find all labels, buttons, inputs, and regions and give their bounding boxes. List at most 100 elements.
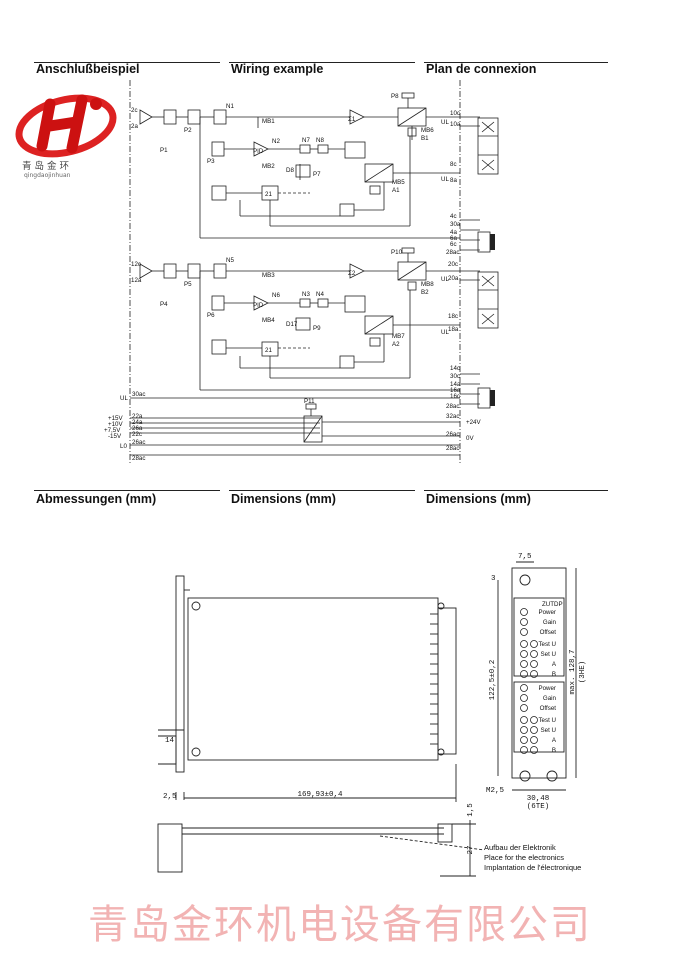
panel-indicator-icon (530, 660, 538, 668)
ch2-label: 21 (265, 347, 272, 354)
dim-small-pitch: 3 (491, 575, 496, 583)
panel-indicator-icon (530, 716, 538, 724)
terminal-label: UL (441, 176, 449, 183)
electronics-notes: Aufbau der Elektronik Place for the elec… (484, 843, 581, 873)
ch1-label: B1 (421, 135, 429, 142)
logo-chinese-text: 青岛金环 (22, 161, 73, 172)
ch1-label: 2c (131, 107, 138, 114)
ch2-label: PID (253, 302, 264, 309)
terminal-label: 14c (450, 365, 460, 372)
ch1-label: P8 (391, 93, 399, 100)
panel-row-label: Set U (541, 651, 556, 658)
ch2-label: N6 (272, 292, 280, 299)
panel-indicator-icon (520, 704, 528, 712)
ch1-label: N7 (302, 137, 310, 144)
dim-side-gap: 1,5 (467, 803, 475, 817)
company-logo (12, 88, 120, 188)
terminal-label: 20a (448, 275, 459, 282)
ch1-label: P3 (207, 158, 215, 165)
panel-indicator-icon (530, 670, 538, 678)
panel-indicator-icon (530, 726, 538, 734)
terminal-label: 8c (450, 161, 457, 168)
ch1-label: MB1 (262, 118, 275, 125)
wiring-diagram: 2c2aP1P2N1MB1P3N2PIDN7N8MB2D8P7Σ1P8MB6B1… (104, 80, 499, 465)
section-rule (424, 62, 608, 63)
panel-row-label: Power (538, 609, 556, 616)
panel-indicator-icon (520, 716, 528, 724)
terminal-label: 16c (450, 393, 460, 400)
supply-pin: 30ac (132, 391, 145, 398)
ch2-label: 12c (131, 261, 141, 268)
panel-indicator-icon (520, 640, 528, 648)
section-rule (229, 490, 415, 491)
logo-pinyin-text: qingdaojinhuan (24, 172, 71, 179)
dim-front-width: 30,48 (527, 795, 550, 803)
ch2-label: P6 (207, 312, 215, 319)
dim-tab: 14 (165, 737, 175, 745)
panel-indicator-icon (520, 694, 528, 702)
panel-indicator-icon (520, 684, 528, 692)
panel-row-label: B (552, 671, 556, 678)
panel-indicator-icon (520, 628, 528, 636)
ch1-label: MB2 (262, 163, 275, 170)
panel-indicator-icon (520, 618, 528, 626)
section-rule (424, 490, 608, 491)
supply-label: P11 (304, 398, 315, 405)
terminal-label: 28ac (446, 249, 459, 256)
terminal-label: +24V (466, 419, 481, 426)
dim-side-height: 27 (467, 845, 475, 854)
company-name-watermark: 青岛金环机电设备有限公司 (88, 902, 592, 948)
section-rule (34, 62, 220, 63)
terminal-label: 20c (448, 261, 458, 268)
panel-indicator-icon (530, 746, 538, 754)
terminal-label: 10c (450, 110, 460, 117)
note-fr: Implantation de l'électronique (484, 863, 582, 872)
panel-row-label: Gain (543, 619, 557, 626)
panel-row-label: Gain (543, 695, 557, 702)
terminal-label: 18a (448, 326, 459, 333)
ch2-label: MB4 (262, 317, 275, 324)
panel-row-label: A (552, 737, 557, 744)
ch1-label: P1 (160, 147, 168, 154)
terminal-label: 0V (466, 435, 474, 442)
terminal-label: 16a (450, 387, 461, 394)
section-title-dims-de: Abmessungen (mm) (36, 492, 157, 506)
ch1-label: D8 (286, 167, 294, 174)
panel-row-label: Test U (538, 641, 556, 648)
panel-indicator-icon (530, 640, 538, 648)
terminal-label: 26ac (446, 431, 459, 438)
panel-indicator-icon (520, 660, 528, 668)
dim-edge: 2,5 (163, 793, 177, 801)
terminal-label: UL (441, 276, 449, 283)
terminal-label: 18c (448, 313, 458, 320)
dim-top-width: 7,5 (518, 553, 532, 561)
ch2-label: B2 (421, 289, 429, 296)
dim-height-inner: 122,5±0,2 (489, 660, 497, 701)
note-en: Place for the electronics (484, 853, 565, 862)
section-rule (34, 490, 220, 491)
panel-row-label: Power (538, 685, 556, 692)
ch2-label: MB3 (262, 272, 275, 279)
ch1-label: MB5 (392, 179, 405, 186)
ch2-label: N3 (302, 291, 310, 298)
dim-screw: M2,5 (486, 787, 505, 795)
ch2-label: N4 (316, 291, 324, 298)
ch1-label: 21 (265, 191, 272, 198)
ch2-label: MB8 (421, 281, 434, 288)
ch2-label: Σ2 (348, 270, 356, 277)
terminal-label: 6a (450, 235, 457, 242)
dim-front-unit: (6TE) (527, 803, 550, 811)
section-title-dims-en: Dimensions (mm) (231, 492, 336, 506)
section-title-de: Anschlußbeispiel (36, 62, 140, 76)
panel-row-label: A (552, 661, 557, 668)
ch1-label: N2 (272, 138, 280, 145)
ch1-label: A1 (392, 187, 400, 194)
panel-indicator-icon (530, 650, 538, 658)
terminal-label: 4a (450, 229, 457, 236)
supply-pin: 26a (132, 425, 143, 432)
panel-indicator-icon (520, 736, 528, 744)
panel-row-label: Offset (540, 629, 557, 636)
ch2-label: P9 (313, 325, 321, 332)
terminal-label: 30c (450, 373, 460, 380)
